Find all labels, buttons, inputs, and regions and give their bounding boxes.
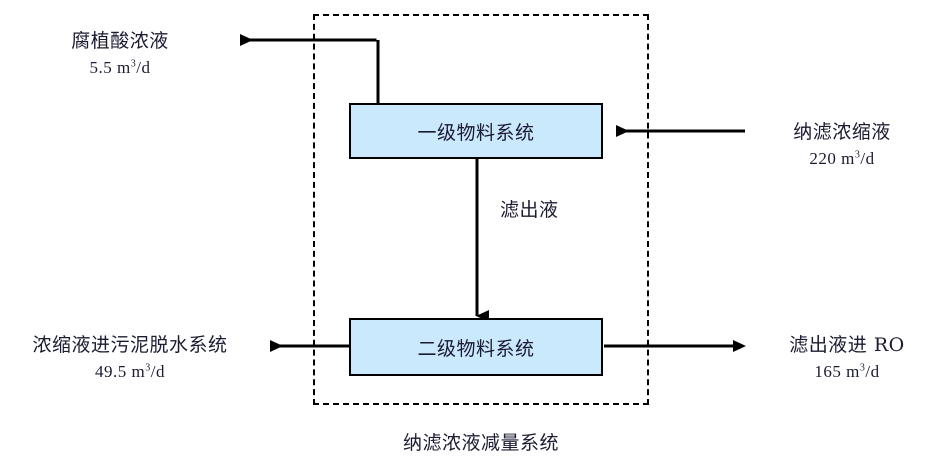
system-boundary-frame — [313, 14, 649, 405]
flow-rate-unit-prefix-concentrate-to-sludge-dewatering: m — [131, 362, 146, 381]
flow-label-nanofiltration-concentrate-input: 纳滤浓缩液 220 m3/d — [762, 117, 922, 169]
flow-name-filtrate-to-ro: 滤出液进 RO — [789, 334, 905, 356]
arrow-humic-acid-output — [240, 34, 380, 103]
flow-label-filtrate-to-ro: 滤出液进 RO 165 m3/d — [772, 330, 922, 382]
flow-rate-value-humic-acid-output: 5.5 — [89, 58, 113, 77]
flow-rate-unit-prefix-filtrate-to-ro: m — [846, 362, 860, 381]
flow-rate-unit-suffix-humic-acid-output: /d — [136, 58, 151, 77]
flow-label-concentrate-to-sludge-dewatering: 浓缩液进污泥脱水系统 49.5 m3/d — [6, 330, 254, 382]
node-secondary-material-system-label: 二级物料系统 — [417, 337, 535, 360]
flow-rate-value-filtrate-to-ro: 165 — [814, 362, 842, 381]
flow-label-filtrate-internal: 滤出液 — [500, 199, 559, 221]
flow-rate-unit-prefix-humic-acid-output: m — [117, 58, 131, 77]
node-primary-material-system-label: 一级物料系统 — [417, 121, 535, 144]
flow-rate-filtrate-to-ro: 165 m3/d — [772, 362, 922, 382]
flow-rate-unit-exponent-filtrate-to-ro: 3 — [859, 362, 866, 374]
diagram-caption: 纳滤浓液减量系统 — [402, 432, 559, 454]
flow-name-nanofiltration-concentrate-input: 纳滤浓缩液 — [793, 121, 891, 143]
flow-rate-humic-acid-output: 5.5 m3/d — [20, 58, 220, 78]
flow-rate-unit-suffix-concentrate-to-sludge-dewatering: /d — [150, 362, 165, 381]
flow-label-humic-acid-output: 腐植酸浓液 5.5 m3/d — [20, 26, 220, 78]
flow-rate-unit-exponent-concentrate-to-sludge-dewatering: 3 — [145, 362, 151, 374]
flow-name-humic-acid-output: 腐植酸浓液 — [71, 30, 169, 52]
flow-name-concentrate-to-sludge-dewatering: 浓缩液进污泥脱水系统 — [32, 334, 228, 356]
flow-rate-value-nanofiltration-concentrate-input: 220 — [809, 149, 837, 168]
flow-rate-unit-suffix-nanofiltration-concentrate-input: /d — [860, 149, 875, 168]
node-primary-material-system[interactable] — [349, 103, 603, 159]
flow-rate-unit-prefix-nanofiltration-concentrate-input: m — [841, 149, 855, 168]
flow-rate-unit-suffix-filtrate-to-ro: /d — [865, 362, 880, 381]
flow-rate-unit-exponent-nanofiltration-concentrate-input: 3 — [854, 149, 861, 161]
flow-rate-value-concentrate-to-sludge-dewatering: 49.5 — [95, 362, 127, 381]
flow-rate-nanofiltration-concentrate-input: 220 m3/d — [762, 149, 922, 169]
flow-rate-unit-exponent-humic-acid-output: 3 — [130, 58, 137, 70]
flow-rate-concentrate-to-sludge-dewatering: 49.5 m3/d — [6, 362, 254, 382]
node-secondary-material-system[interactable] — [349, 318, 603, 376]
